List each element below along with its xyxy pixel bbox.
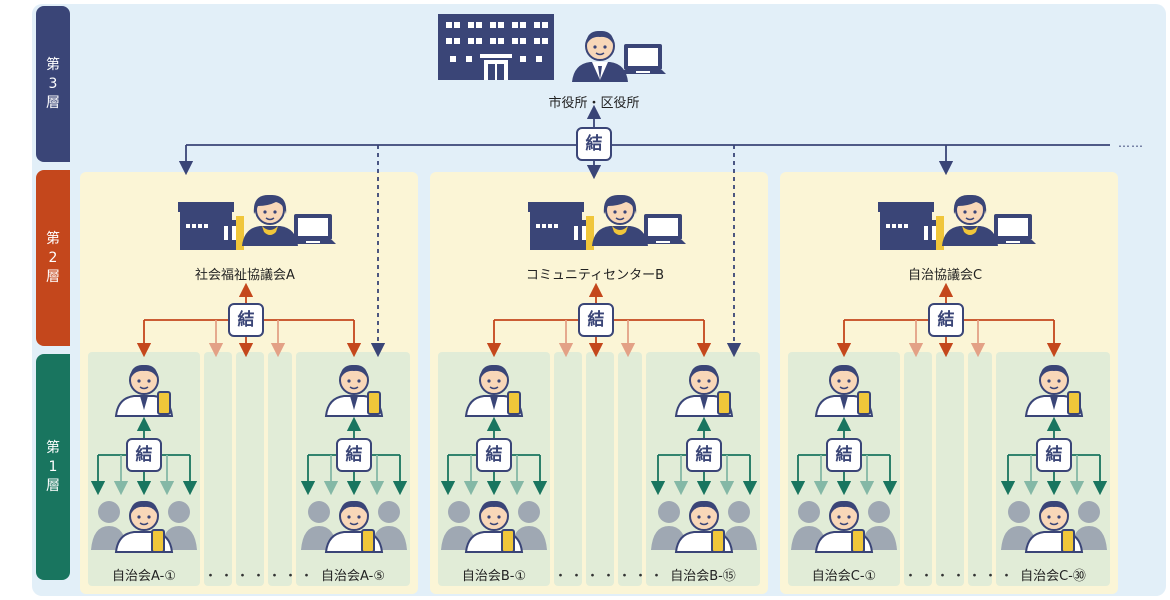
residents-icon [300,499,408,553]
connector-glyph: 結 [1045,445,1063,465]
association-strip [586,352,614,586]
association-label: 自治会A-① [112,569,176,584]
city-hall-label: 市役所・区役所 [548,96,640,111]
more-ellipsis: …… [1118,136,1144,150]
residents-icon [440,499,548,553]
org-name-c: 自治協議会C [907,268,983,283]
association-strip [268,352,292,586]
residents-icon [90,499,198,553]
leader-icon [815,363,873,417]
building-icon [878,202,944,250]
ellipsis: ・・・・・・・ [904,569,1017,584]
association-block [790,363,898,553]
ellipsis: ・・・・・・・ [554,569,667,584]
laptop-icon [290,214,336,244]
staff-icon [591,193,649,247]
leader-icon [675,363,733,417]
leader-icon [1025,363,1083,417]
association-strip [236,352,264,586]
connector-glyph: 結 [585,134,603,154]
association-label: 自治会C-㉚ [1020,569,1086,584]
residents-icon [790,499,898,553]
association-strip [904,352,932,586]
org-name-a: 社会福祉協議会A [195,268,295,283]
connector-glyph: 結 [835,445,853,465]
laptop-icon [620,44,666,74]
city-hall-icon [438,14,554,80]
building-icon [528,202,594,250]
ellipsis: ・・・・・・・ [204,569,317,584]
association-strip [618,352,642,586]
association-block [1000,363,1108,553]
connector-glyph: 結 [135,445,153,465]
residents-icon [650,499,758,553]
connector-glyph: 結 [237,310,255,330]
association-block [90,363,198,553]
association-block [440,363,548,553]
association-strip [204,352,232,586]
laptop-icon [990,214,1036,244]
staff-icon [941,193,999,247]
layer1-tab: 第1層 [36,354,70,580]
connector-glyph: 結 [345,445,363,465]
staff-icon [571,29,629,83]
connector-glyph: 結 [587,310,605,330]
layer3-tab: 第3層 [36,6,70,162]
connector-glyph: 結 [485,445,503,465]
association-label: 自治会B-⑮ [670,569,736,584]
association-label: 自治会C-① [811,569,877,584]
association-strip [968,352,992,586]
association-strip [936,352,964,586]
org-name-b: コミュニティセンターB [525,268,665,283]
leader-icon [465,363,523,417]
layer2-tab: 第2層 [36,170,70,346]
association-strip [554,352,582,586]
association-label: 自治会A-⑤ [321,569,385,584]
connector-glyph: 結 [695,445,713,465]
laptop-icon [640,214,686,244]
association-block [300,363,408,553]
leader-icon [115,363,173,417]
association-block [650,363,758,553]
building-icon [178,202,244,250]
association-label: 自治会B-① [461,569,527,584]
leader-icon [325,363,383,417]
connector-glyph: 結 [937,310,955,330]
residents-icon [1000,499,1108,553]
staff-icon [241,193,299,247]
